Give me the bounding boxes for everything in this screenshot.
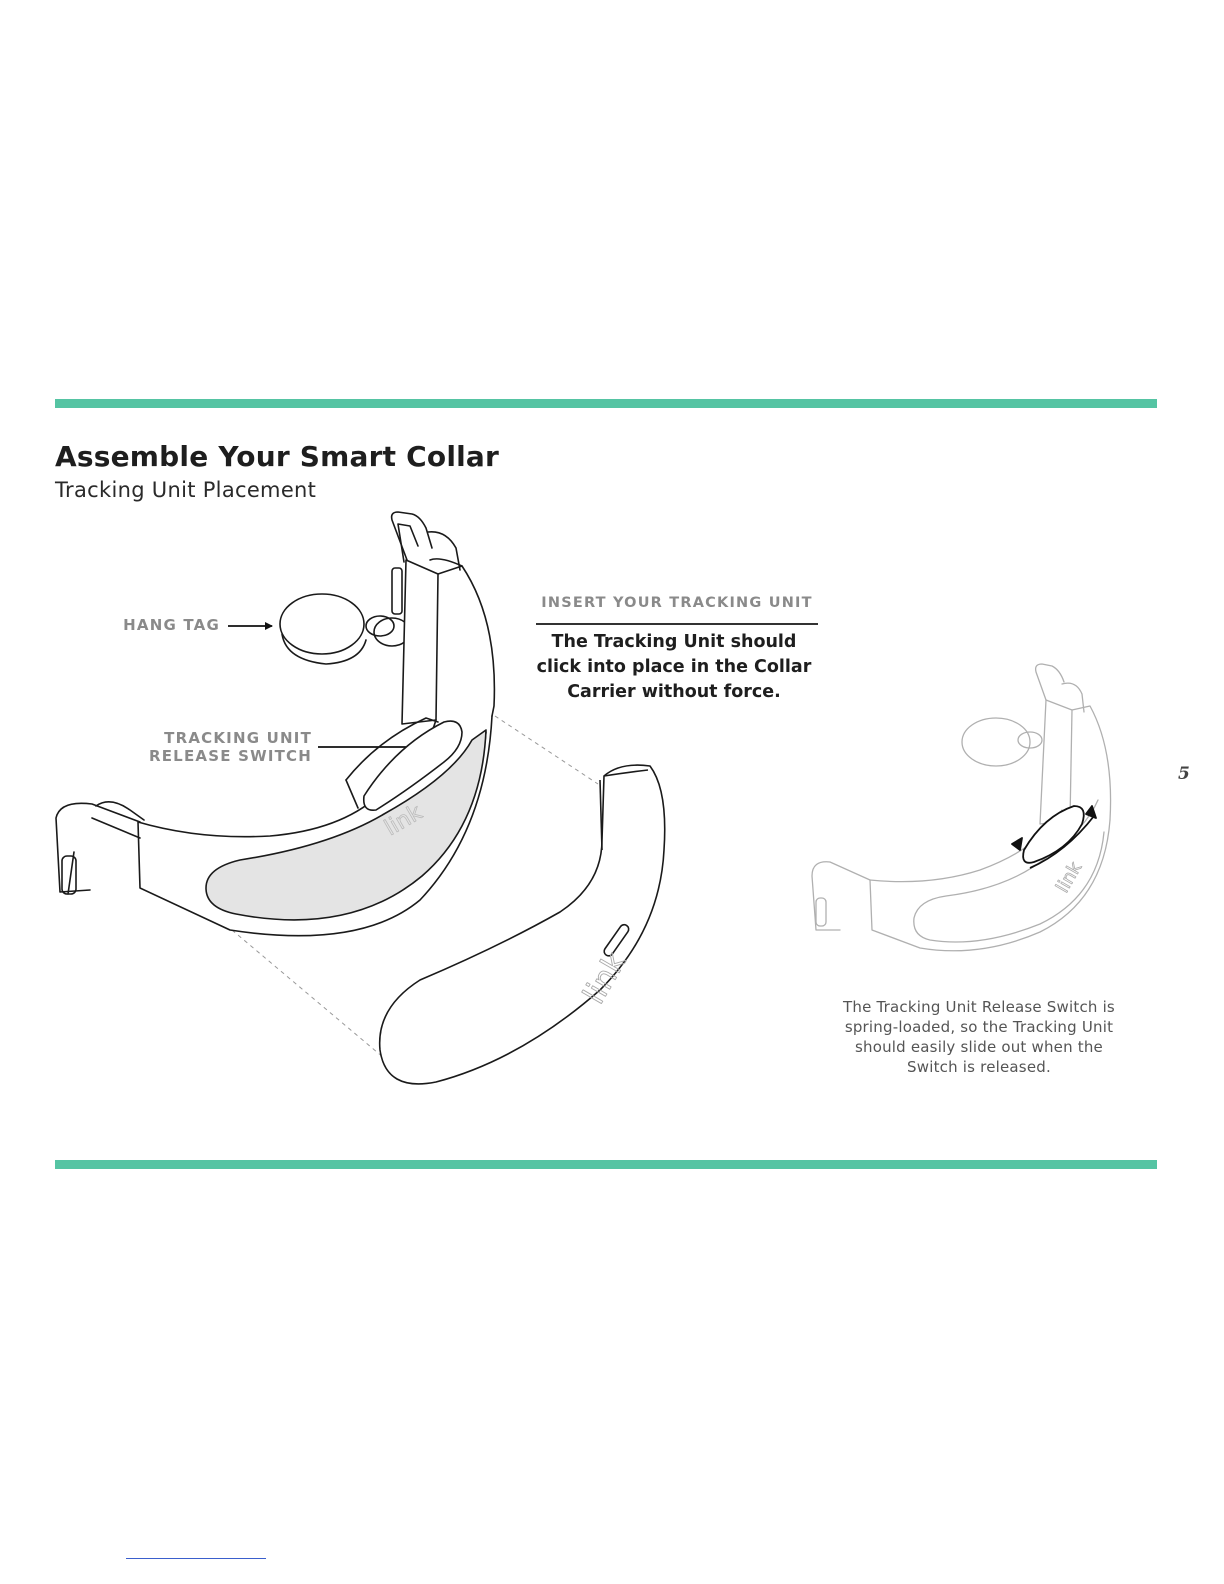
collar-release-icon: link [812, 664, 1111, 951]
guide-line-lower [232, 930, 384, 1058]
guide-line-upper [495, 716, 598, 784]
release-switch-detail-icon [1012, 806, 1096, 868]
accent-band-bottom [55, 1160, 1157, 1169]
collar-carrier-icon: link [56, 512, 494, 936]
svg-text:link: link [1052, 858, 1086, 897]
footer-link-underline[interactable] [126, 1558, 266, 1559]
